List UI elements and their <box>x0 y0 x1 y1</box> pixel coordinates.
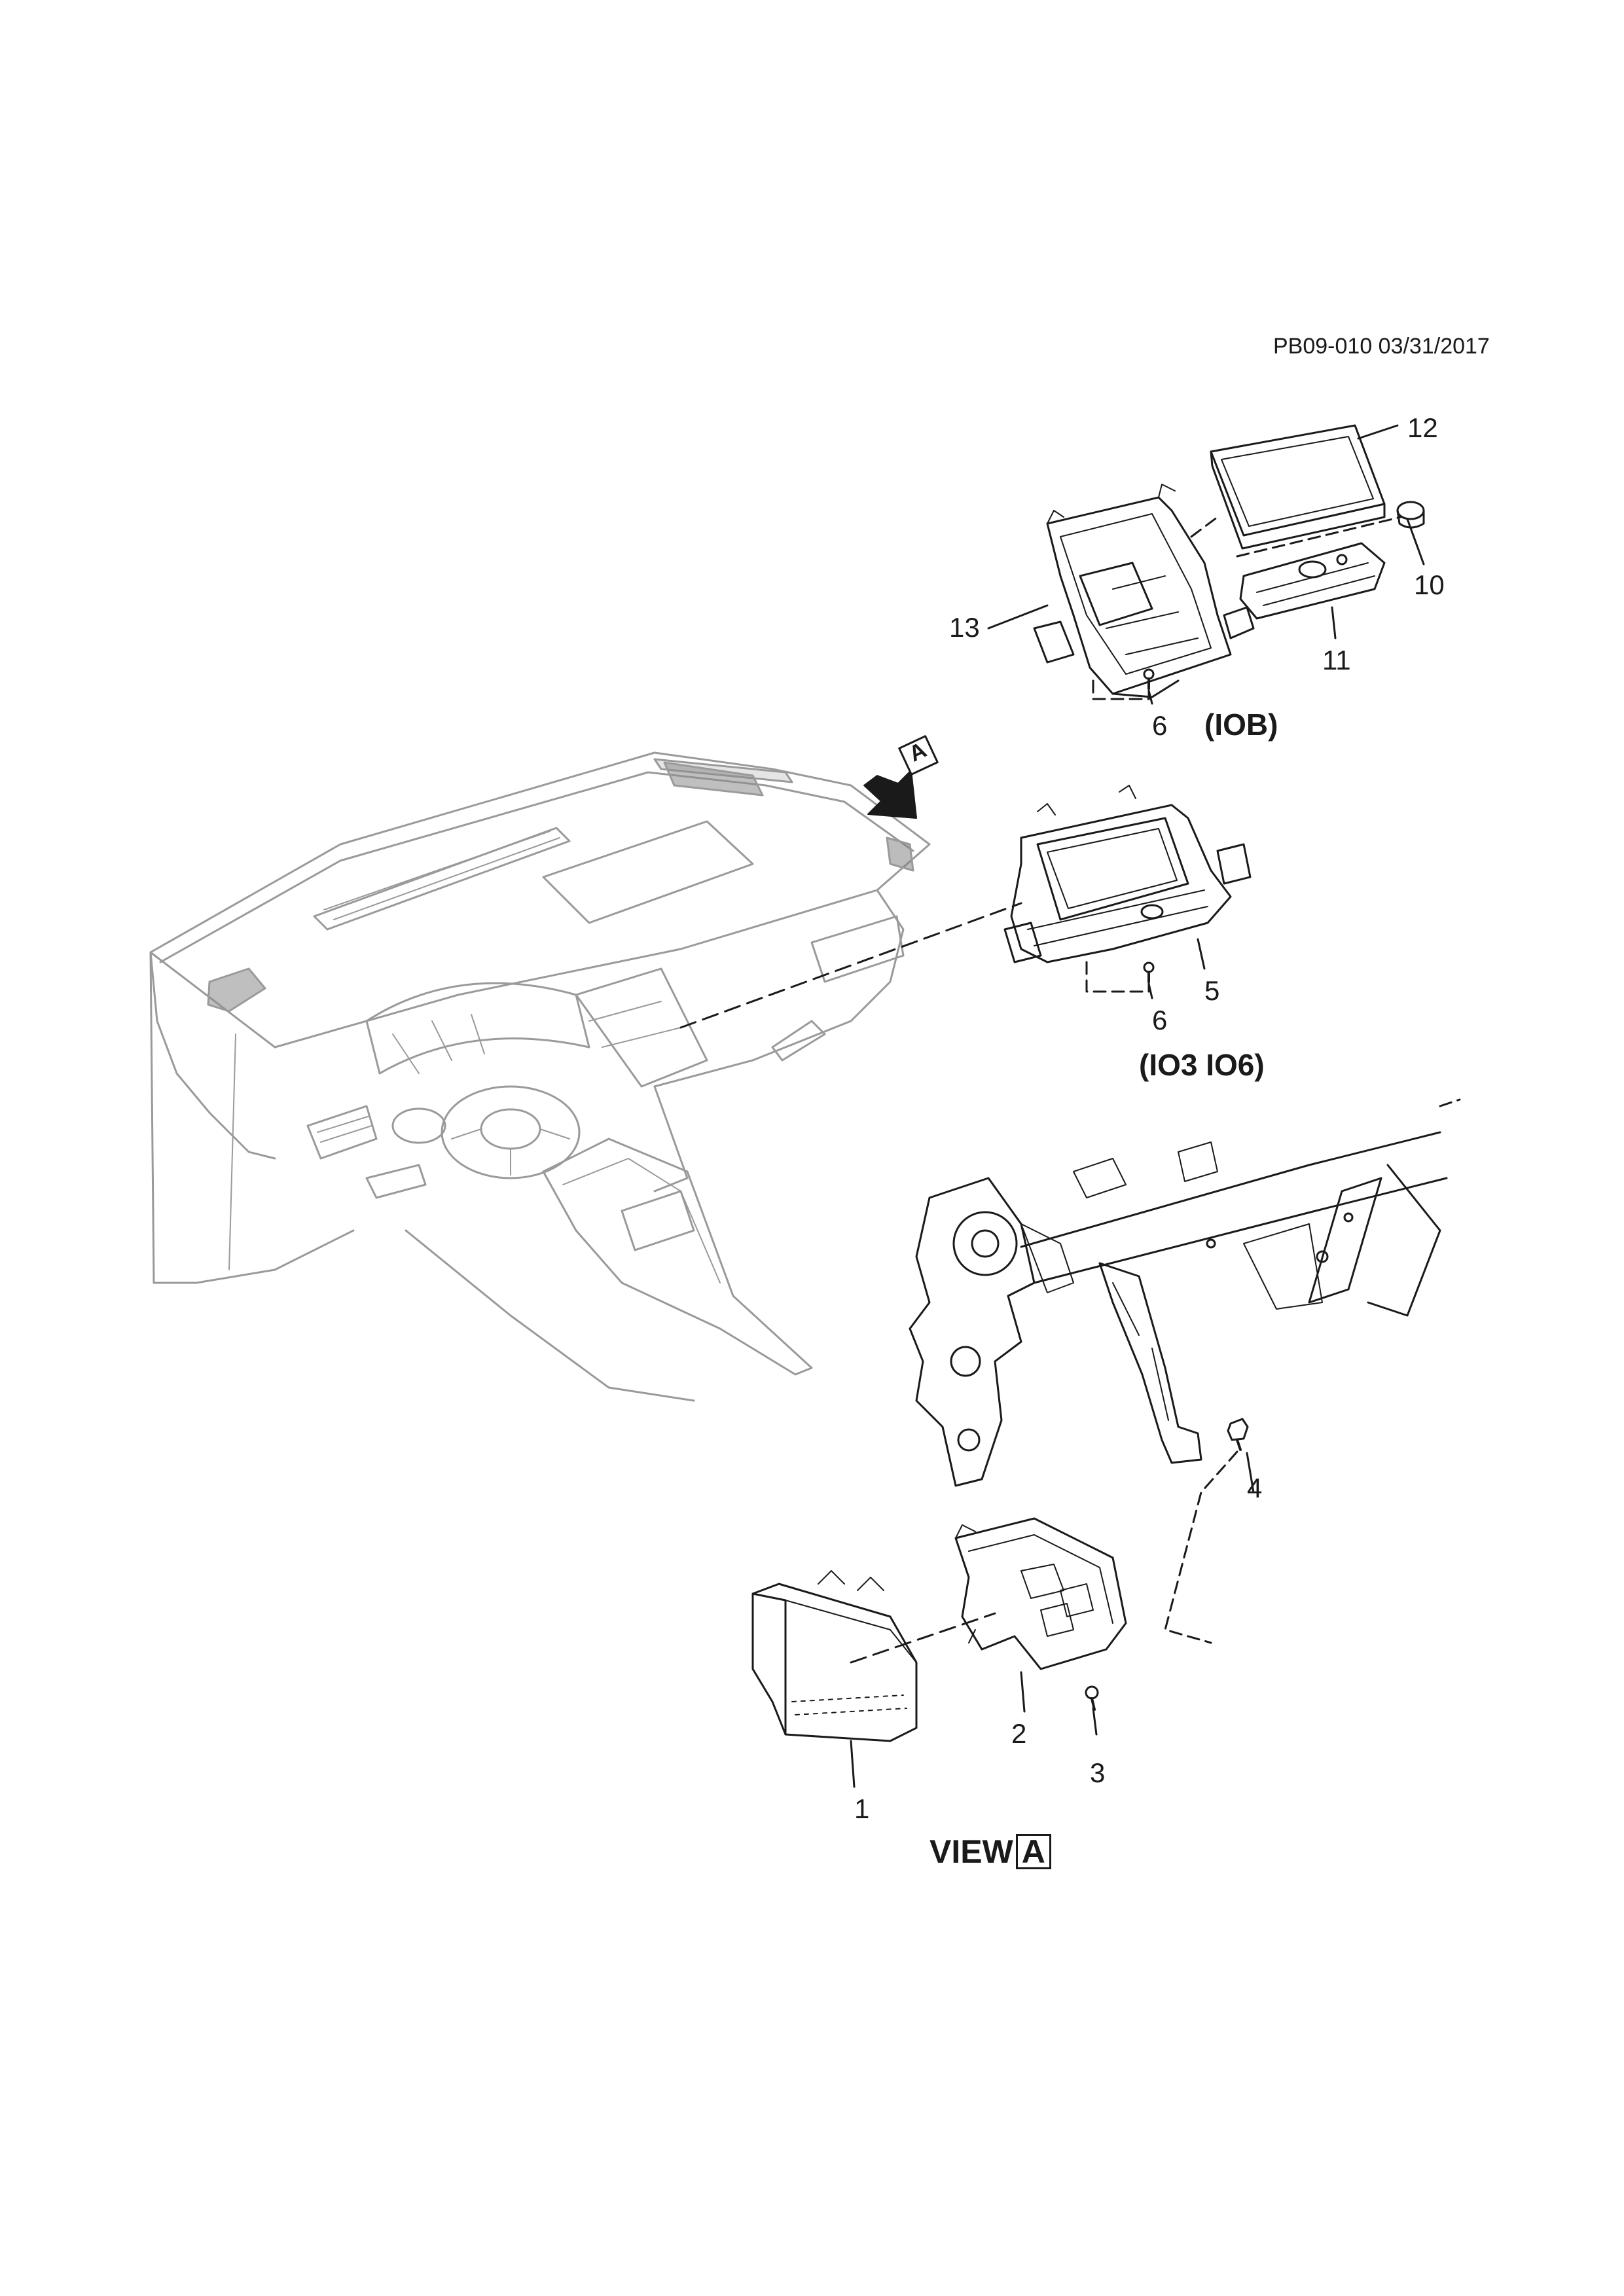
callout-2: 2 <box>1011 1718 1027 1749</box>
part-12-display <box>1210 424 1386 550</box>
callout-10: 10 <box>1414 569 1445 600</box>
diagram-code: PB09-010 03/31/2017 <box>1273 334 1490 359</box>
variant-iob-label: (IOB) <box>1204 708 1278 742</box>
callout-1: 1 <box>854 1793 870 1824</box>
part-10-knob <box>1396 501 1425 529</box>
callout-6-iob: 6 <box>1152 710 1168 741</box>
part-5-radio-head <box>1003 785 1252 963</box>
callout-3: 3 <box>1090 1757 1106 1788</box>
part-4-nut <box>1227 1418 1249 1451</box>
callout-4: 4 <box>1247 1473 1263 1503</box>
part-6-screw-io3 <box>1143 961 1155 983</box>
callout-6-io3: 6 <box>1152 1005 1168 1035</box>
part-11-control-panel <box>1239 542 1386 620</box>
dashboard-drawing <box>149 751 931 1402</box>
callout-11: 11 <box>1322 645 1351 675</box>
callout-13: 13 <box>949 612 980 643</box>
view-a-assembly <box>751 1098 1461 1788</box>
view-arrow <box>863 735 939 819</box>
part-3-screw <box>1085 1685 1099 1711</box>
io3-io6-assembly <box>679 785 1252 1029</box>
part-13-frame <box>1033 484 1255 698</box>
view-label-text: VIEW <box>929 1833 1013 1870</box>
steering-bracket <box>909 1177 1074 1487</box>
iob-assembly <box>987 424 1425 705</box>
part-2-bracket <box>954 1517 1127 1670</box>
view-letter-box: A <box>1015 1834 1051 1869</box>
variant-io3-io6-label: (IO3 IO6) <box>1139 1048 1265 1082</box>
callout-5: 5 <box>1204 975 1220 1006</box>
part-1-module <box>751 1570 918 1742</box>
part-6-screw-iob <box>1143 668 1155 690</box>
cross-car-beam <box>1020 1098 1461 1317</box>
callout-12: 12 <box>1407 412 1438 443</box>
